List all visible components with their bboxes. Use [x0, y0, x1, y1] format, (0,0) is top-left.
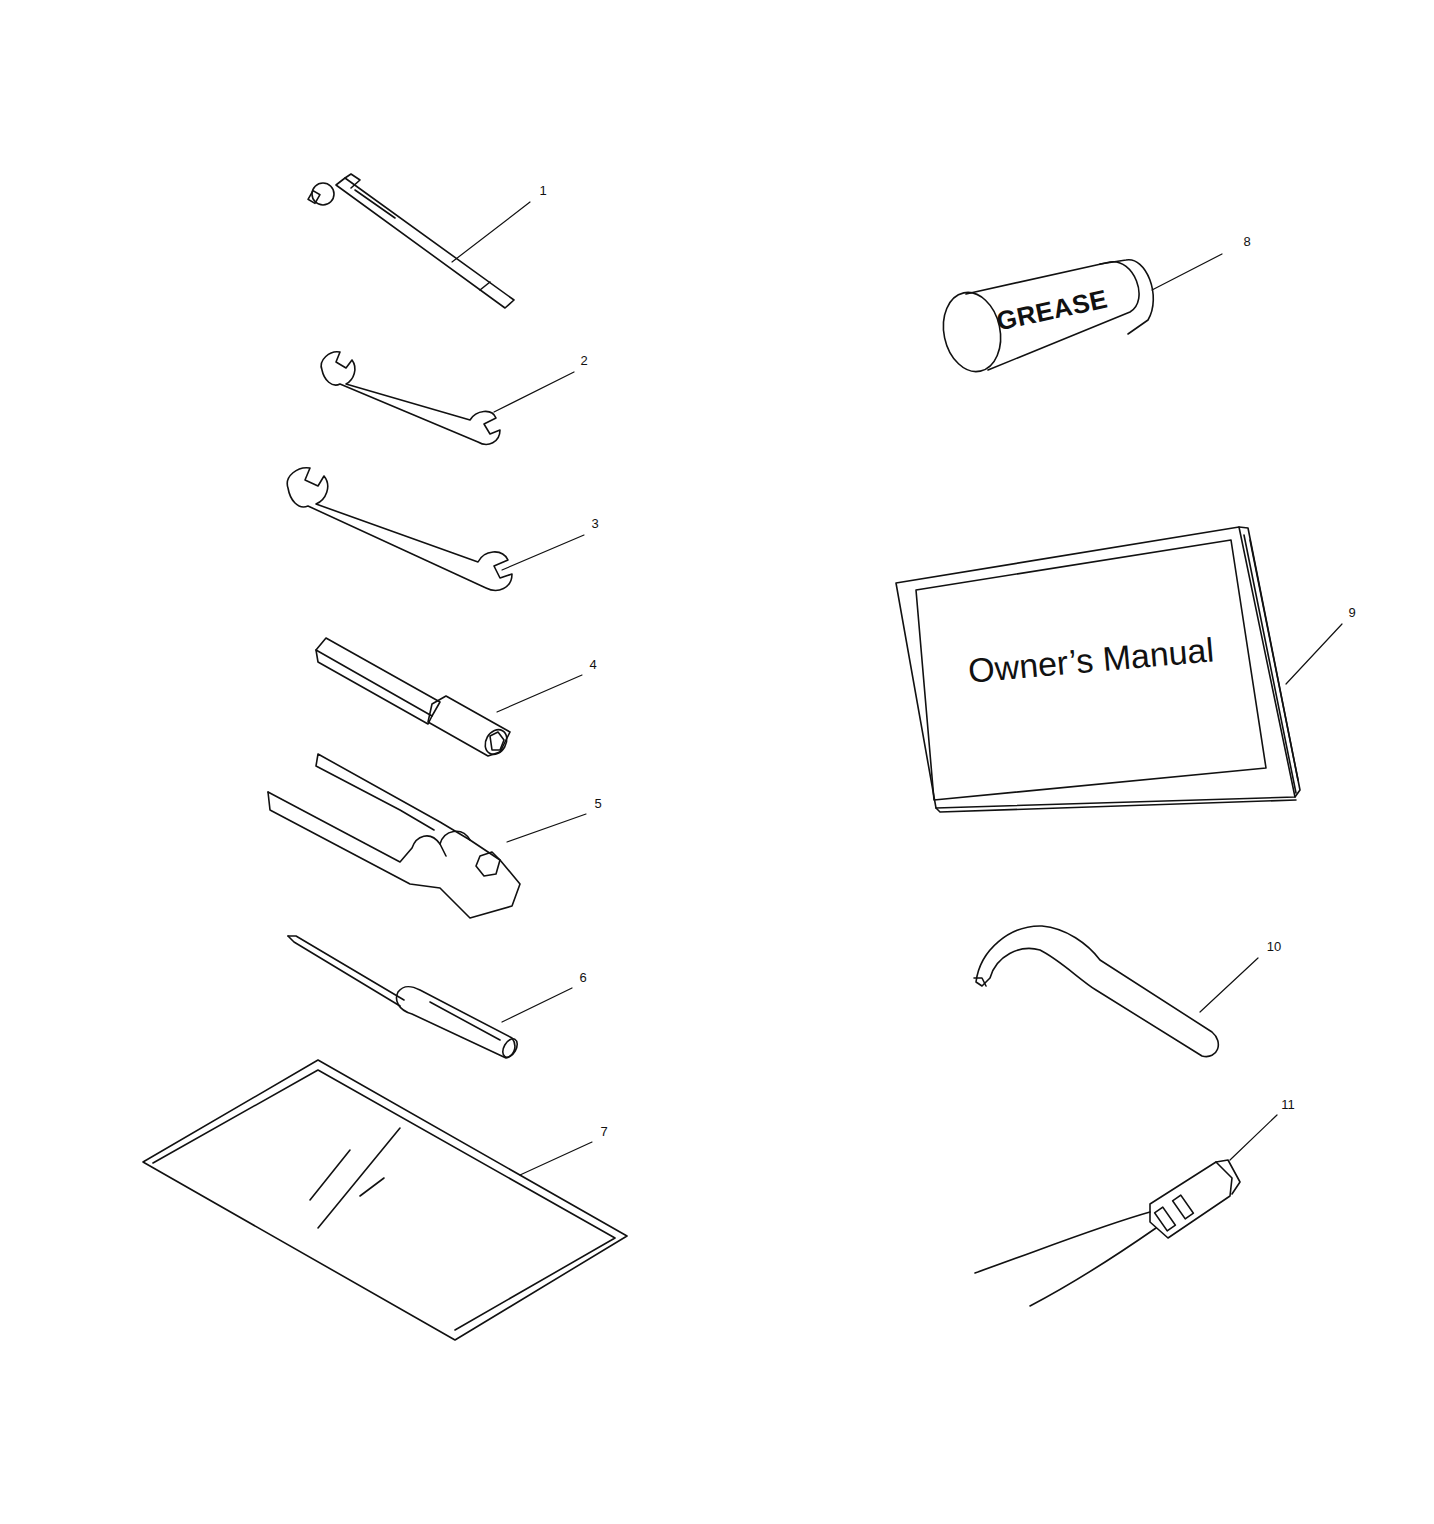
open-end-wrench [321, 352, 500, 445]
owners-manual [896, 527, 1300, 812]
callout-number: 9 [1348, 606, 1355, 619]
screwdriver [288, 936, 520, 1060]
grease-tube [936, 260, 1153, 377]
callout-number: 10 [1267, 940, 1281, 953]
adjusting-tool [268, 754, 520, 918]
cover-title: Owner’s Manual [967, 632, 1215, 687]
callout-number: 2 [580, 354, 587, 367]
callout-number: 7 [600, 1125, 607, 1138]
callout-number: 5 [594, 797, 601, 810]
callout-number: 3 [591, 517, 598, 530]
callout-number: 1 [539, 184, 546, 197]
callout-number: 8 [1243, 235, 1250, 248]
callout-number: 6 [579, 971, 586, 984]
plastic-bag [143, 1060, 627, 1340]
callout-number: 4 [589, 658, 596, 671]
hook-spanner [974, 926, 1218, 1057]
spark-plug-socket [316, 638, 511, 758]
leader-lines [452, 202, 1342, 1175]
callout-number: 11 [1281, 1098, 1295, 1111]
wire-connector [975, 1160, 1240, 1306]
open-end-wrench [287, 468, 512, 591]
tire-gauge [308, 174, 514, 308]
